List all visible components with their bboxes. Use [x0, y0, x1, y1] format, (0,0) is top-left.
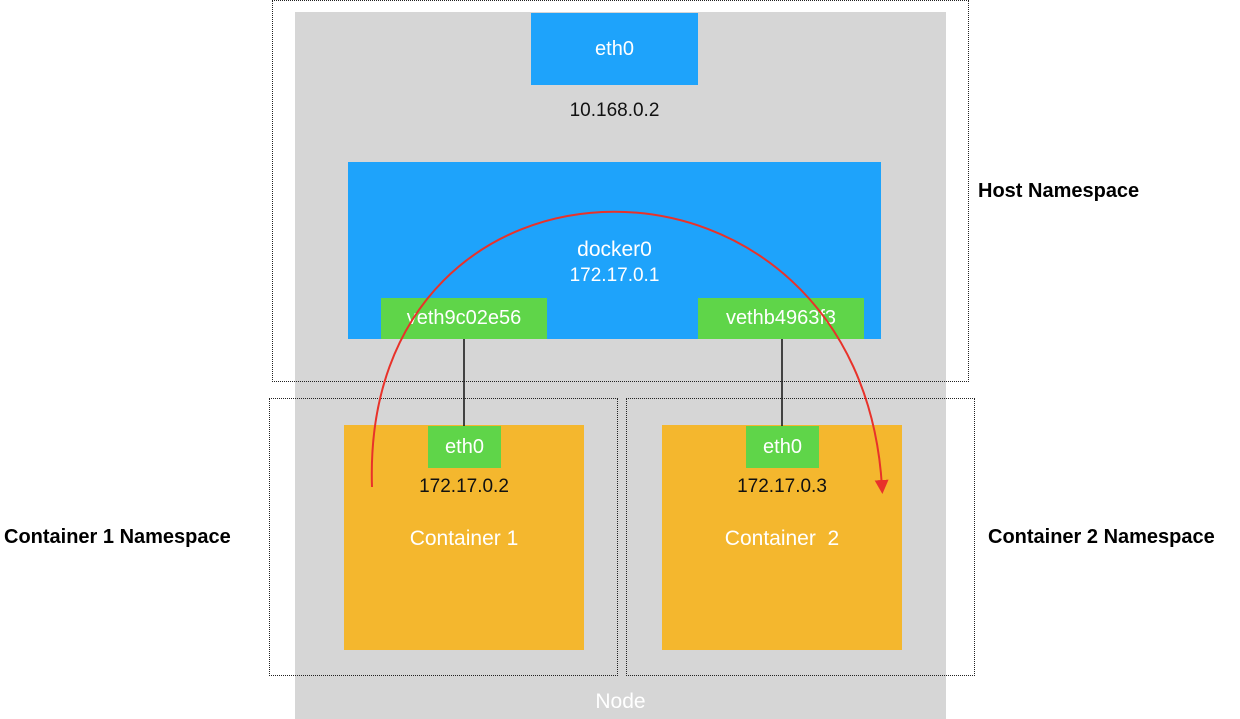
container1-namespace-label: Container 1 Namespace — [4, 526, 231, 548]
container2-ip: 172.17.0.3 — [737, 476, 827, 497]
container1-eth0-interface: eth0 — [428, 426, 501, 468]
container1-name: Container 1 — [409, 527, 519, 550]
docker0-name: docker0 — [577, 238, 652, 261]
container1-ip: 172.17.0.2 — [419, 476, 509, 497]
node-label: Node — [595, 690, 646, 713]
container2-eth0-interface: eth0 — [746, 426, 819, 468]
host-eth0-interface: eth0 — [531, 13, 698, 85]
container2-namespace-label: Container 2 Namespace — [988, 526, 1215, 548]
container2-name: Container 2 — [724, 527, 840, 550]
veth-container2: vethb4963f3 — [698, 298, 864, 339]
docker0-ip: 172.17.0.1 — [569, 265, 660, 286]
host-namespace-label: Host Namespace — [978, 180, 1140, 202]
host-eth0-ip: 10.168.0.2 — [569, 100, 660, 121]
veth-container1: veth9c02e56 — [381, 298, 547, 339]
